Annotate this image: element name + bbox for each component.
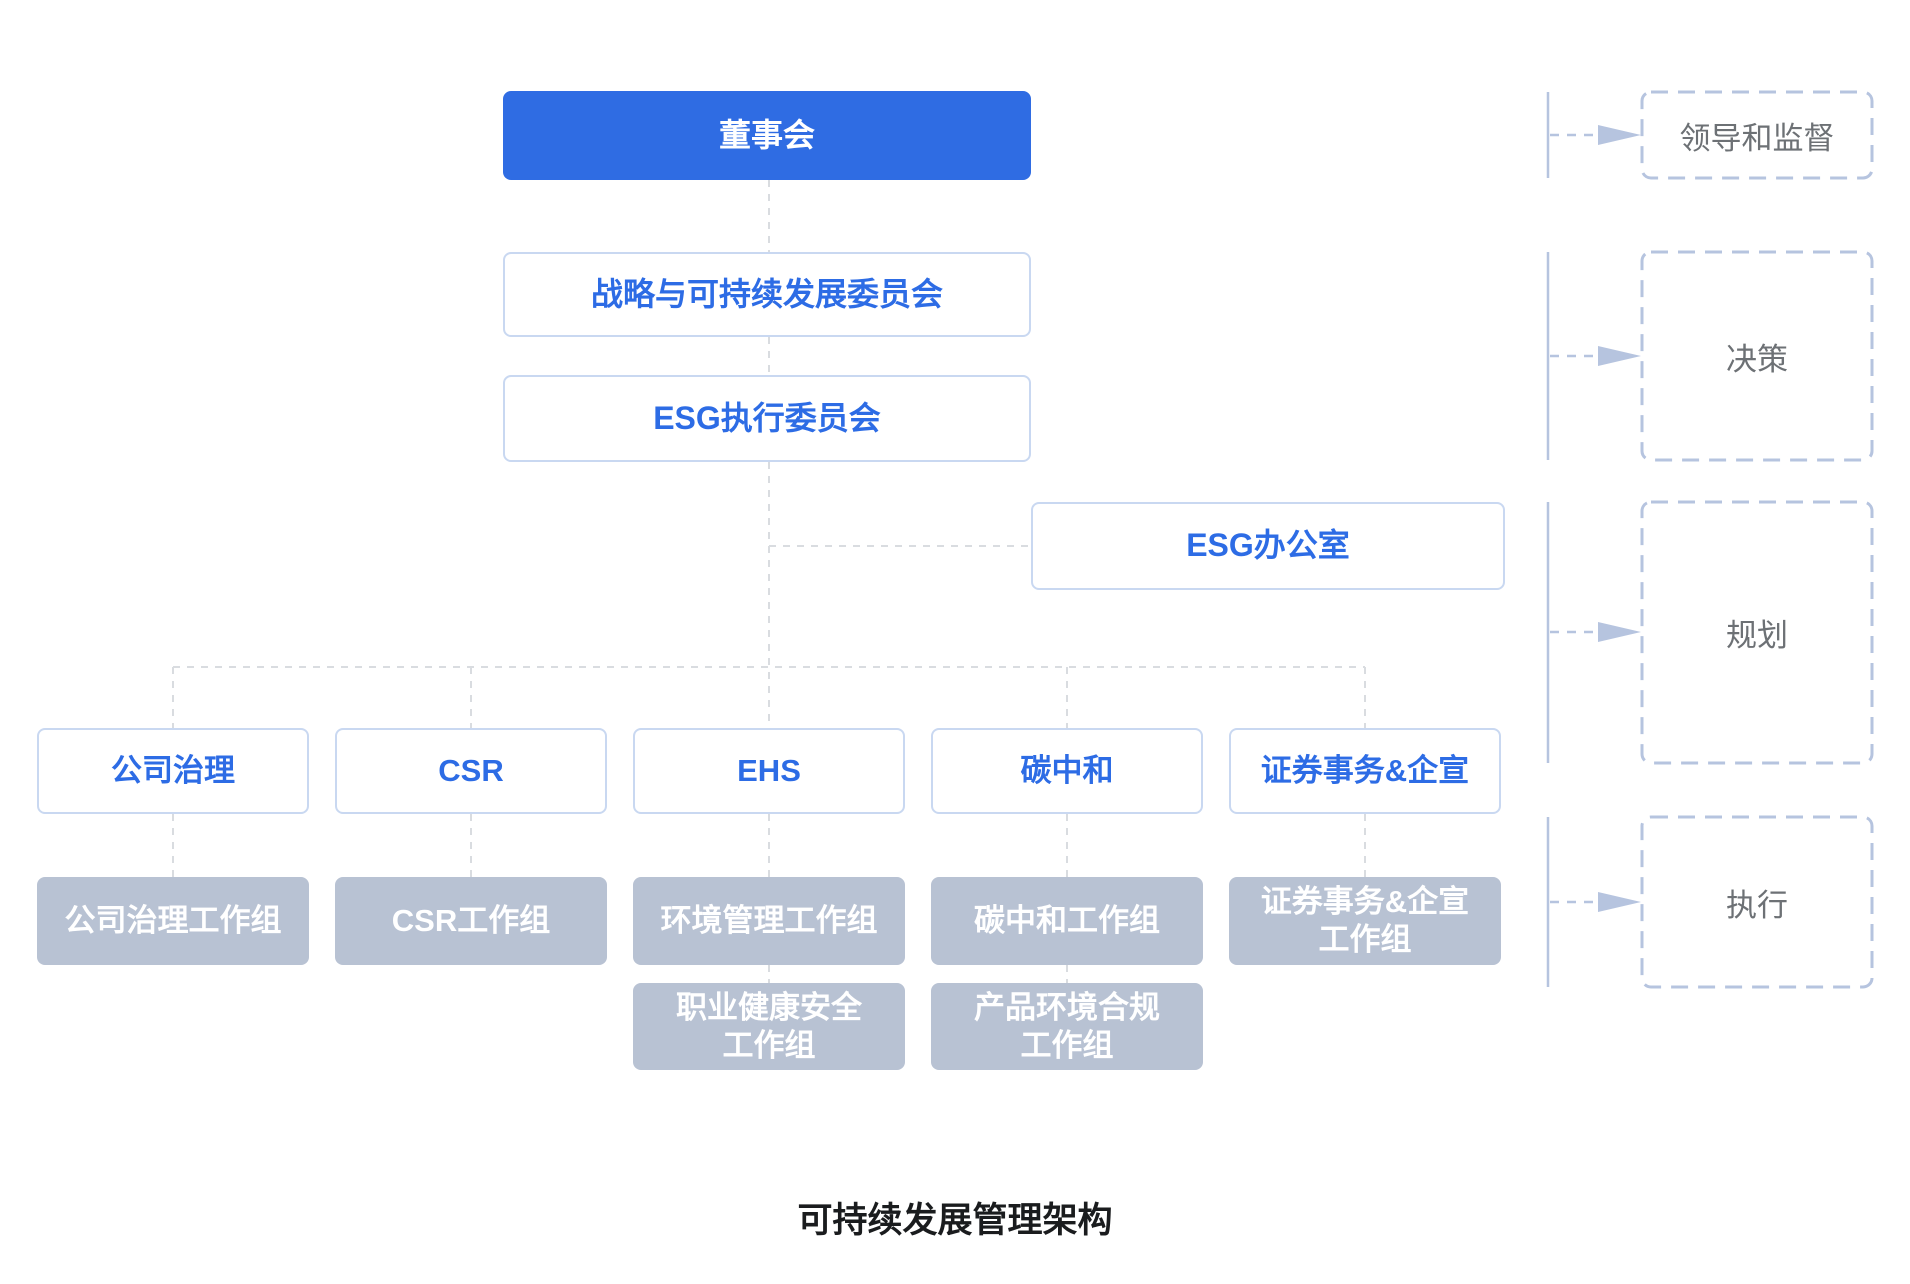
stage-label-planning: 规划 — [1726, 618, 1788, 653]
dept-box-ehs: EHS — [633, 728, 905, 814]
arrow-right-icon — [1598, 346, 1641, 366]
stage-arrows — [1550, 125, 1641, 912]
dept-box-securities: 证券事务&企宣 — [1229, 728, 1501, 814]
esg-office-box: ESG办公室 — [1031, 502, 1505, 590]
stage-label-lead-supervise: 领导和监督 — [1679, 120, 1835, 156]
workgroup-box-carbon: 碳中和工作组 — [931, 877, 1203, 965]
workgroup-box-environment: 环境管理工作组 — [633, 877, 905, 965]
workgroup-box-product-compliance: 产品环境合规 工作组 — [931, 983, 1203, 1070]
arrow-right-icon — [1598, 622, 1641, 642]
chart-title: 可持续发展管理架构 — [797, 1201, 1113, 1240]
dept-box-csr: CSR — [335, 728, 607, 814]
committee-box-strategy: 战略与可持续发展委员会 — [503, 252, 1031, 337]
dept-box-governance: 公司治理 — [37, 728, 309, 814]
committee-box-esg-exec: ESG执行委员会 — [503, 375, 1031, 462]
board-box: 董事会 — [503, 91, 1031, 180]
arrow-right-icon — [1598, 892, 1641, 912]
stage-frame-1 — [1640, 90, 1874, 180]
workgroup-box-securities: 证券事务&企宣 工作组 — [1229, 877, 1501, 965]
workgroup-box-governance: 公司治理工作组 — [37, 877, 309, 965]
stage-frames — [1640, 90, 1874, 989]
stage-frame-4 — [1640, 815, 1874, 989]
stage-label-execution: 执行 — [1726, 887, 1788, 923]
tree-connectors — [172, 180, 1366, 983]
dept-box-carbon-neutral: 碳中和 — [931, 728, 1203, 814]
arrow-right-icon — [1598, 125, 1641, 145]
workgroup-box-csr: CSR工作组 — [335, 877, 607, 965]
stage-label-decision: 决策 — [1726, 341, 1788, 377]
workgroup-box-occupational-health: 职业健康安全 工作组 — [633, 983, 905, 1070]
